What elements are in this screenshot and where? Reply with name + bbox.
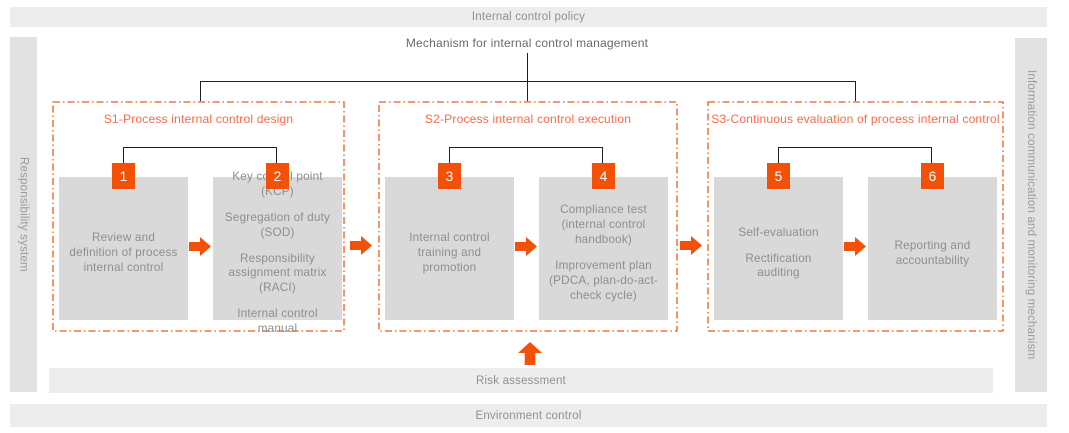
step-number-6: 6: [921, 163, 944, 189]
section-s2-title: S2-Process internal control execution: [424, 112, 632, 126]
information-communication-bar: Information communication and monitoring…: [1015, 38, 1047, 392]
connector-stem-line: [527, 53, 528, 101]
section-s2-execution: S2-Process internal control execution 3 …: [378, 101, 678, 332]
process-box-2-text: Segregation of duty (SOD): [224, 210, 331, 239]
dashed-border: [707, 101, 1004, 332]
process-box-1-text: Review and definition of process interna…: [69, 231, 178, 274]
arrow-right-icon: [350, 236, 372, 255]
connector-drop-s1: [200, 81, 201, 101]
process-box-5: Self-evaluation Rectification auditing: [714, 177, 843, 320]
mechanism-label: Mechanism for internal control managemen…: [405, 36, 649, 50]
step-number-4: 4: [592, 163, 615, 189]
section-s1-title: S1-Process internal control design: [103, 112, 294, 126]
dashed-border: [52, 101, 345, 332]
step-number-5: 5: [767, 163, 790, 189]
process-box-5-text: Rectification auditing: [745, 251, 812, 280]
section-s3-evaluation: S3-Continuous evaluation of process inte…: [707, 101, 1004, 332]
environment-control-label: Environment control: [475, 409, 582, 422]
step-bracket-connector: [123, 147, 277, 163]
risk-assessment-label: Risk assessment: [476, 374, 566, 387]
internal-control-policy-bar: Internal control policy: [10, 7, 1047, 27]
step-number-2: 2: [266, 163, 289, 189]
section-s3-title: S3-Continuous evaluation of process inte…: [711, 112, 1000, 126]
arrow-right-icon: [680, 236, 702, 255]
step-bracket-connector: [449, 147, 603, 163]
process-box-2: Key control point (KCP) Segregation of d…: [213, 170, 342, 335]
process-box-2-text: Internal control manual: [237, 307, 318, 336]
step-number-1: 1: [112, 163, 135, 189]
process-box-1: Review and definition of process interna…: [59, 177, 188, 320]
internal-control-policy-label: Internal control policy: [471, 11, 586, 23]
environment-control-bar: Environment control: [10, 404, 1047, 427]
responsibility-system-label: Responsibility system: [17, 157, 30, 272]
responsibility-system-bar: Responsibility system: [10, 37, 37, 392]
process-box-4-text: Compliance test (internal control handbo…: [560, 203, 647, 247]
step-bracket-connector: [778, 147, 932, 163]
arrow-up-icon: [518, 342, 542, 365]
connector-drop-s3: [855, 81, 856, 101]
process-box-2-text: Responsibility assignment matrix (RACI): [228, 251, 327, 295]
information-communication-label: Information communication and monitoring…: [1025, 70, 1037, 360]
process-box-4: Compliance test (internal control handbo…: [539, 177, 668, 320]
process-box-3: Internal control training and promotion: [385, 177, 514, 320]
process-box-6-text: Reporting and accountability: [894, 238, 971, 267]
dashed-border: [378, 101, 678, 332]
process-box-5-text: Self-evaluation: [738, 225, 819, 239]
step-number-3: 3: [438, 163, 461, 189]
risk-assessment-bar: Risk assessment: [49, 368, 993, 393]
process-box-6: Reporting and accountability: [868, 177, 997, 320]
connector-horizontal-line: [200, 81, 856, 82]
section-s1-design: S1-Process internal control design 1 2 R…: [52, 101, 345, 335]
process-box-3-text: Internal control training and promotion: [409, 231, 490, 274]
process-box-4-text: Improvement plan (PDCA, plan-do-act-chec…: [548, 259, 659, 302]
